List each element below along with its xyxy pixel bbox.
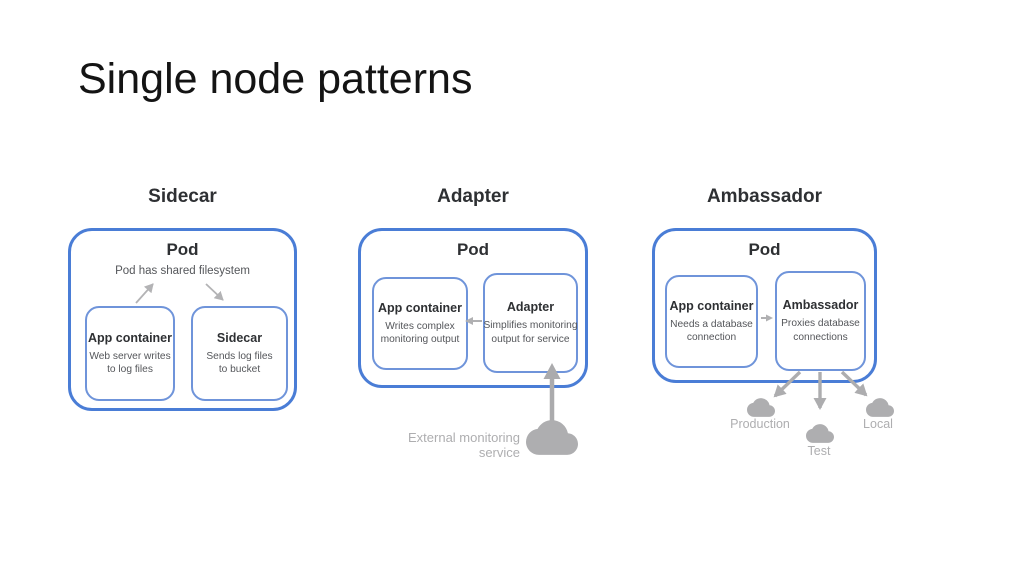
container-desc: Sends log files to bucket xyxy=(206,350,273,375)
arrow-left-icon xyxy=(465,317,482,325)
pattern-ambassador: Ambassador Pod App container Needs a dat… xyxy=(652,186,877,391)
cloud-icon xyxy=(866,398,894,417)
container-box-app-container: App container Writes complex monitoring … xyxy=(372,277,468,370)
container-title: Sidecar xyxy=(216,330,263,345)
arrow-up-icon xyxy=(543,363,561,424)
pod-label: Pod xyxy=(456,240,490,259)
container-box-adapter: Adapter Simplifies monitoring output for… xyxy=(483,273,578,373)
pattern-title-sidecar: Sidecar xyxy=(148,186,217,207)
environment-label-production: Production xyxy=(730,417,790,431)
environment-label-local: Local xyxy=(863,417,893,431)
pod-label: Pod xyxy=(166,240,199,259)
container-title: Adapter xyxy=(506,300,555,315)
cloud-icon xyxy=(747,398,775,417)
page-title: Single node patterns xyxy=(78,55,473,103)
cloud-icon xyxy=(526,420,578,455)
container-desc: Needs a database connection xyxy=(670,318,753,343)
pattern-sidecar: Sidecar Pod Pod has shared filesystem Ap… xyxy=(68,186,297,416)
container-desc: Proxies database connections xyxy=(781,318,860,343)
container-box-app-container: App container Web server writes to log f… xyxy=(85,306,175,401)
pattern-adapter: Adapter Pod App container Writes complex… xyxy=(358,186,588,396)
container-title: App container xyxy=(669,298,754,313)
container-box-app-container: App container Needs a database connectio… xyxy=(665,275,758,368)
pod-label: Pod xyxy=(748,240,781,259)
container-title: Ambassador xyxy=(782,298,859,313)
fanout-arrows-icon xyxy=(773,370,868,410)
pod-box-adapter: Pod App container Writes complex monitor… xyxy=(358,228,588,388)
pattern-title-adapter: Adapter xyxy=(437,186,509,207)
pod-box-ambassador: Pod App container Needs a database conne… xyxy=(652,228,877,383)
external-monitoring-service-label: External monitoring service xyxy=(408,430,520,460)
container-desc: Writes complex monitoring output xyxy=(380,320,460,345)
container-box-sidecar: Sidecar Sends log files to bucket xyxy=(191,306,288,401)
container-desc: Web server writes to log files xyxy=(89,350,171,375)
pattern-title-ambassador: Ambassador xyxy=(706,186,823,207)
container-box-ambassador: Ambassador Proxies database connections xyxy=(775,271,866,371)
container-title: App container xyxy=(87,330,173,345)
arrow-right-icon xyxy=(761,314,773,322)
environment-label-test: Test xyxy=(807,444,831,458)
shared-filesystem-arrows-icon xyxy=(135,283,224,304)
pod-box-sidecar: Pod Pod has shared filesystem App contai… xyxy=(68,228,297,411)
container-desc: Simplifies monitoring output for service xyxy=(483,320,578,345)
cloud-icon xyxy=(806,424,834,443)
container-title: App container xyxy=(377,300,463,315)
pod-note: Pod has shared filesystem xyxy=(115,265,250,277)
